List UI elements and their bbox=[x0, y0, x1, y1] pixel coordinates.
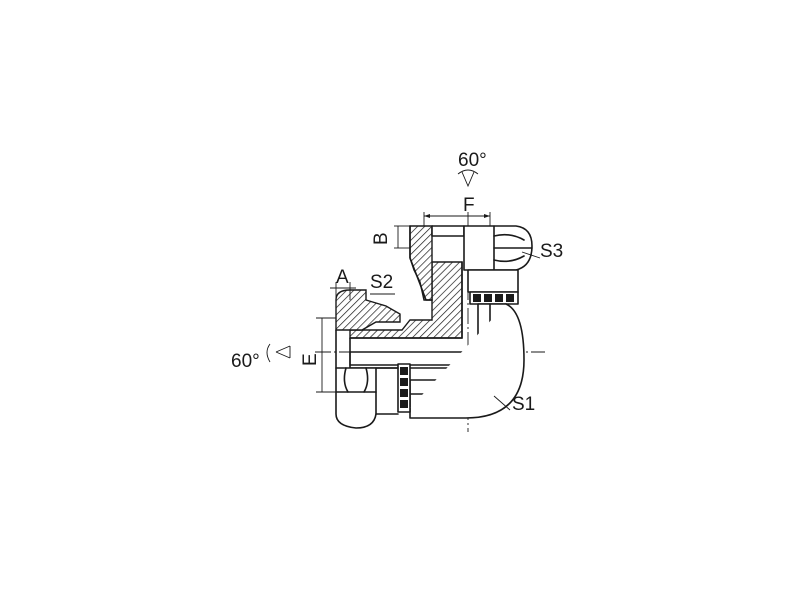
label-b: B bbox=[371, 232, 392, 245]
label-a: A bbox=[336, 267, 349, 288]
label-e: E bbox=[300, 353, 321, 366]
dimension-e bbox=[316, 317, 336, 393]
left-hex-nut bbox=[335, 367, 377, 429]
leader-s1 bbox=[493, 395, 511, 411]
body-section-lower bbox=[349, 351, 463, 366]
tube-outer-wall bbox=[409, 303, 525, 419]
left-oring-grooves bbox=[397, 363, 411, 413]
left-hex-edge-2 bbox=[363, 367, 369, 393]
label-angle-left: 60° bbox=[231, 351, 260, 372]
angle-top-symbol bbox=[457, 169, 479, 188]
label-s1: S1 bbox=[512, 394, 535, 415]
left-nut-section bbox=[335, 289, 401, 331]
label-s3: S3 bbox=[540, 241, 563, 262]
top-nut-neck bbox=[467, 269, 519, 293]
top-bore bbox=[409, 225, 433, 301]
top-seat bbox=[431, 225, 465, 237]
top-hex-edge-2 bbox=[493, 255, 525, 263]
top-hex-edge-1 bbox=[493, 233, 525, 241]
top-oring-grooves bbox=[469, 291, 519, 305]
left-hex-edge-1 bbox=[343, 367, 349, 393]
angle-left-symbol bbox=[266, 343, 291, 363]
label-f: F bbox=[463, 195, 475, 216]
dimension-f bbox=[423, 212, 491, 226]
dimension-b bbox=[394, 225, 410, 249]
label-s2: S2 bbox=[370, 272, 393, 293]
label-angle-top: 60° bbox=[458, 150, 487, 171]
leader-s3 bbox=[521, 251, 541, 259]
dimension-a bbox=[330, 282, 356, 300]
